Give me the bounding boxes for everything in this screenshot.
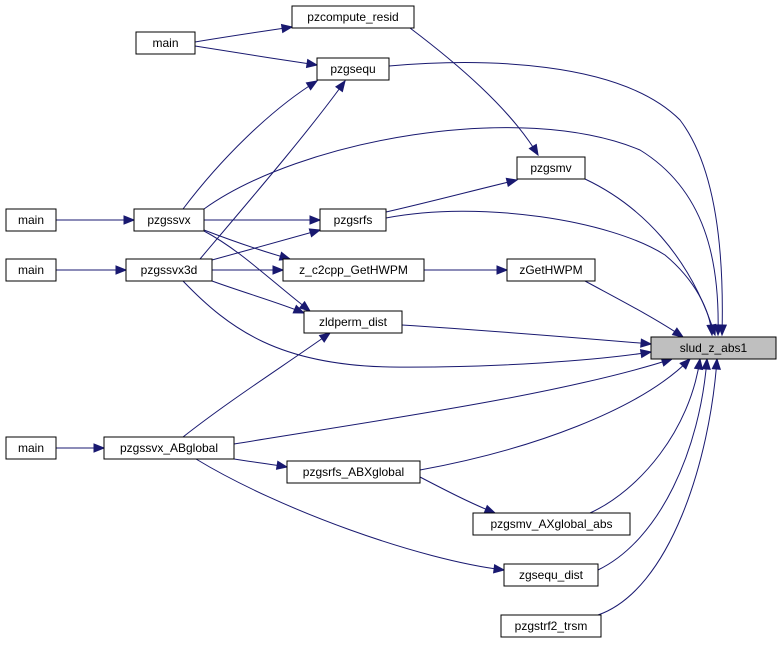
node-label-pzgssvx3d: pzgssvx3d <box>141 263 198 277</box>
node-z-c2cpp-gethwpm[interactable]: z_c2cpp_GetHWPM <box>282 258 425 282</box>
node-main-pzgssvx3d[interactable]: main <box>5 258 57 282</box>
node-pzgsmv[interactable]: pzgsmv <box>516 156 586 180</box>
edge-main-top-to-pzcompute-resid <box>194 26 293 43</box>
edge-main-top-to-pzgsequ <box>194 45 318 66</box>
node-zgsequ-dist[interactable]: zgsequ_dist <box>503 563 599 587</box>
node-pzgsequ[interactable]: pzgsequ <box>316 57 390 81</box>
node-label-pzgssvx-abglobal: pzgssvx_ABglobal <box>120 441 218 455</box>
edge-pzgssvx3d-to-slud <box>182 280 652 368</box>
edge-zgethwpm-to-slud <box>584 280 684 338</box>
edge-pzgssvx3d-to-zldperm <box>211 280 305 314</box>
arrowhead-pzgssvx-to-zldperm <box>298 300 312 312</box>
node-main-top[interactable]: main <box>135 31 196 55</box>
node-label-pzgsrfs-abxglobal: pzgsrfs_ABXglobal <box>303 465 404 479</box>
node-label-main-pzgssvx: main <box>18 213 44 227</box>
arrowhead-pzgstrf2-trsm-to-slud <box>711 357 722 370</box>
arrowhead-pzgssvx-to-pzgsequ <box>305 80 319 91</box>
node-pzgssvx3d[interactable]: pzgssvx3d <box>125 258 213 282</box>
node-zgethwpm[interactable]: zGetHWPM <box>506 258 596 282</box>
graph-nodes: slud_z_abs1 main pzcompute_resid pzgsequ… <box>5 5 777 638</box>
node-pzgsrfs[interactable]: pzgsrfs <box>319 208 387 232</box>
edge-pzgssvx-abglobal-to-zgsequ-dist <box>195 458 505 571</box>
node-main-pzgssvx[interactable]: main <box>5 208 57 232</box>
node-pzgsmv-axglobal-abs[interactable]: pzgsmv_AXglobal_abs <box>472 512 631 536</box>
node-label-pzgssvx: pzgssvx <box>147 213 190 227</box>
edge-pzgsrfs-abxglobal-to-slud <box>419 358 691 471</box>
edge-pzgsrfs-abxglobal-to-pzgsmv-axglobal-abs <box>419 476 496 514</box>
node-label-pzgstrf2-trsm: pzgstrf2_trsm <box>515 619 588 633</box>
node-label-zgethwpm: zGetHWPM <box>519 263 582 277</box>
node-label-main-abglobal: main <box>18 441 44 455</box>
arrowhead-pzgssvx-abglobal-to-pzgsrfs-abxglobal <box>275 460 289 470</box>
arrowhead-main-pzgssvx3d-to-pzgssvx3d <box>115 265 128 275</box>
arrowhead-pzgssvx3d-to-slud <box>639 348 653 359</box>
arrowhead-pzgsrfs-to-slud <box>706 324 716 337</box>
node-label-zgsequ-dist: zgsequ_dist <box>519 568 584 582</box>
edge-pzgsrfs-to-pzgsmv <box>385 179 518 213</box>
node-label-pzgsmv: pzgsmv <box>530 161 571 175</box>
edge-pzgsequ-to-slud <box>388 62 723 336</box>
arrowhead-pzgssvx-to-slud-upper <box>713 324 723 337</box>
node-pzgstrf2-trsm[interactable]: pzgstrf2_trsm <box>500 614 602 638</box>
edge-pzgstrf2-trsm-to-slud <box>597 358 718 616</box>
arrowhead-pzgssvx3d-to-pzgsequ <box>335 79 346 93</box>
arrowhead-pzgssvx-abglobal-to-zgsequ-dist <box>493 564 506 574</box>
arrowhead-pzgsmv-axglobal-abs-to-slud <box>693 357 704 371</box>
node-label-zldperm-dist: zldperm_dist <box>319 315 388 329</box>
node-label-slud-z-abs1: slud_z_abs1 <box>680 341 748 355</box>
node-main-abglobal[interactable]: main <box>5 436 57 460</box>
arrowhead-pzgsrfs-abxglobal-to-pzgsmv-axglobal-abs <box>483 504 497 514</box>
edge-pzgsmv-axglobal-abs-to-slud <box>589 358 701 514</box>
node-slud-z-abs1[interactable]: slud_z_abs1 <box>650 336 777 360</box>
edge-pzgsrfs-to-slud <box>385 210 713 336</box>
arrowhead-main-top-to-pzgsequ <box>305 58 319 69</box>
edge-pzgssvx-to-pzgsequ <box>182 80 318 210</box>
arrowhead-pzgssvx-abglobal-to-zldperm <box>318 332 332 343</box>
arrowhead-main-pzgssvx-to-pzgssvx <box>123 215 136 225</box>
node-zldperm-dist[interactable]: zldperm_dist <box>303 310 403 334</box>
node-label-pzgsequ: pzgsequ <box>330 62 375 76</box>
edge-pzgsmv-to-slud <box>584 178 716 336</box>
edge-pzgssvx3d-to-pzgsequ <box>199 80 346 260</box>
node-label-pzcompute-resid: pzcompute_resid <box>307 10 398 24</box>
arrowhead-pzgssvx3d-to-pzgsrfs <box>308 228 322 238</box>
edge-pzgssvx-to-z-c2cpp <box>203 229 291 260</box>
edge-pzgssvx3d-to-pzgsrfs <box>211 229 321 261</box>
arrowhead-zgsequ-dist-to-slud <box>701 357 711 370</box>
edge-pzgssvx-abglobal-to-zldperm <box>182 332 331 438</box>
arrowhead-pzgsrfs-abxglobal-to-slud <box>679 358 691 370</box>
node-pzcompute-resid[interactable]: pzcompute_resid <box>291 5 415 29</box>
edge-pzgssvx-abglobal-to-slud <box>233 358 673 445</box>
arrowhead-z-c2cpp-to-zgethwpm <box>496 265 509 275</box>
node-label-main-pzgssvx3d: main <box>18 263 44 277</box>
node-label-main-top: main <box>152 36 178 50</box>
arrowhead-pzgssvx3d-to-z-c2cpp <box>272 265 285 275</box>
edge-pzgssvx-to-slud-upper <box>203 127 719 336</box>
node-pzgssvx-abglobal[interactable]: pzgssvx_ABglobal <box>103 436 235 460</box>
edge-pzcompute-resid-to-pzgsmv <box>409 27 539 156</box>
arrowhead-pzgsrfs-to-pzgsmv <box>505 177 519 188</box>
arrowhead-pzgssvx-to-pzgsrfs <box>309 215 322 225</box>
edge-zldperm-to-slud <box>401 324 652 345</box>
node-label-z-c2cpp-gethwpm: z_c2cpp_GetHWPM <box>299 263 408 277</box>
node-pzgsrfs-abxglobal[interactable]: pzgsrfs_ABXglobal <box>286 460 421 484</box>
node-label-pzgsrfs: pzgsrfs <box>334 213 373 227</box>
arrowhead-pzgssvx3d-to-zldperm <box>292 304 306 314</box>
arrowhead-main-abglobal-to-pzgssvx-abglobal <box>93 443 106 453</box>
node-label-pzgsmv-axglobal-abs: pzgsmv_AXglobal_abs <box>490 517 612 531</box>
arrowhead-pzcompute-resid-to-pzgsmv <box>528 143 539 157</box>
graph-edges <box>56 23 728 616</box>
node-pzgssvx[interactable]: pzgssvx <box>133 208 205 232</box>
arrowhead-zgethwpm-to-slud <box>671 327 685 338</box>
arrowhead-main-top-to-pzcompute-resid <box>280 23 294 34</box>
edge-pzgssvx-to-zldperm <box>203 230 311 312</box>
edge-zgsequ-dist-to-slud <box>597 358 708 571</box>
arrowhead-zldperm-to-slud <box>640 338 653 348</box>
